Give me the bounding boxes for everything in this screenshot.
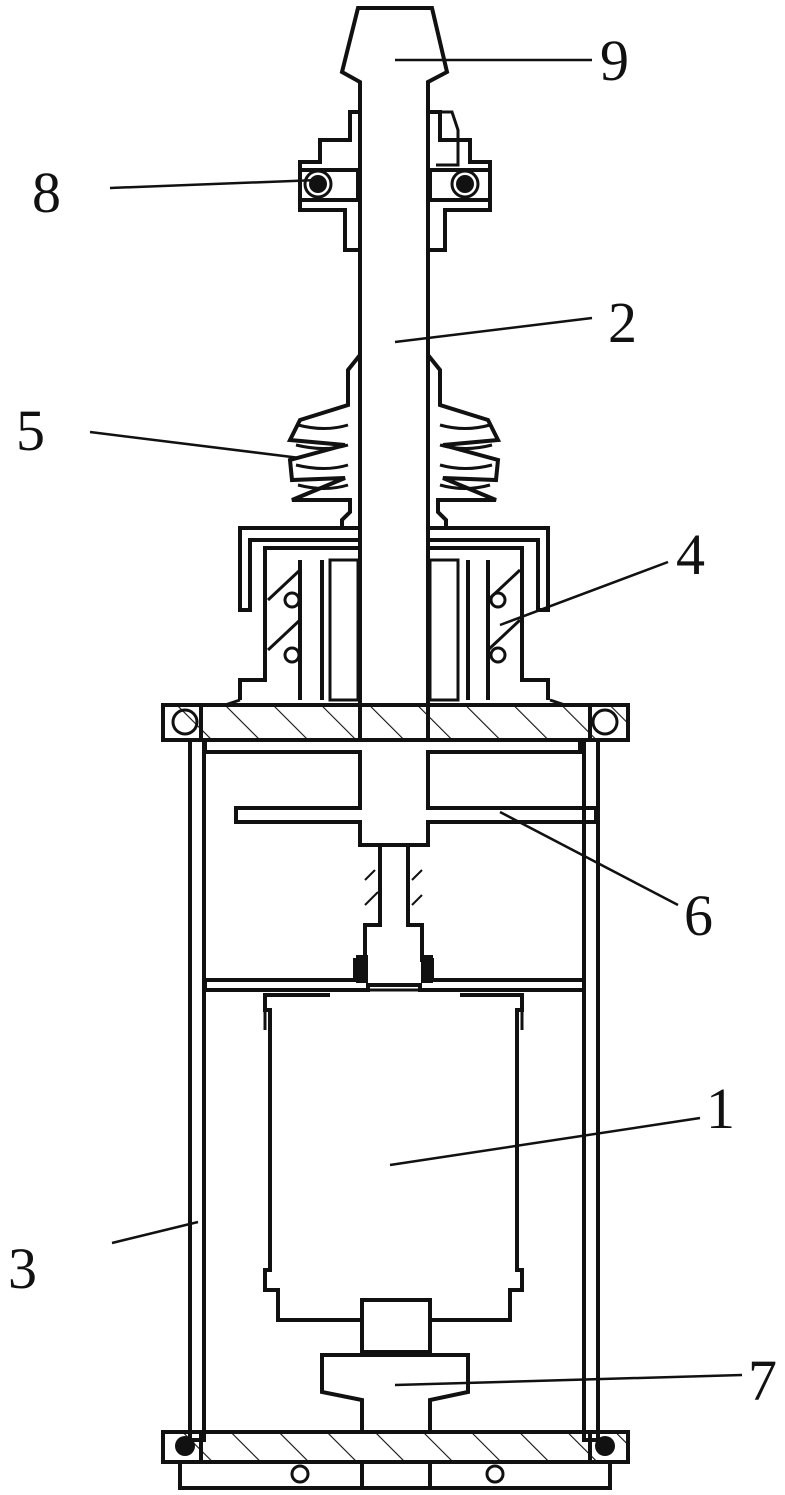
leader-lines bbox=[89, 58, 743, 1387]
terminal-clamp bbox=[298, 110, 492, 252]
label-1: 1 bbox=[706, 1076, 735, 1141]
leader-1 bbox=[389, 1116, 701, 1167]
leader-8 bbox=[109, 178, 319, 190]
interrupter-body bbox=[263, 993, 524, 1322]
leader-2 bbox=[394, 316, 593, 344]
label-3: 3 bbox=[8, 1236, 37, 1301]
leader-5 bbox=[89, 430, 301, 460]
label-6: 6 bbox=[684, 883, 713, 948]
bellows-skirts bbox=[286, 353, 502, 530]
label-9: 9 bbox=[600, 28, 629, 93]
labels: 9 8 2 5 4 6 1 3 7 bbox=[8, 28, 777, 1413]
top-flange bbox=[161, 698, 630, 742]
label-5: 5 bbox=[16, 398, 45, 463]
label-2: 2 bbox=[608, 290, 637, 355]
leader-7 bbox=[394, 1373, 743, 1387]
upper-housing bbox=[238, 526, 550, 702]
leader-3 bbox=[111, 1220, 199, 1245]
bottom-base bbox=[161, 1430, 630, 1490]
leader-6 bbox=[499, 810, 679, 907]
label-8: 8 bbox=[32, 160, 61, 225]
label-4: 4 bbox=[676, 522, 705, 587]
coil-left bbox=[328, 558, 360, 702]
contact-plate bbox=[203, 845, 586, 992]
leader-4 bbox=[499, 560, 669, 627]
label-7: 7 bbox=[748, 1348, 777, 1413]
coil-right bbox=[428, 558, 460, 702]
